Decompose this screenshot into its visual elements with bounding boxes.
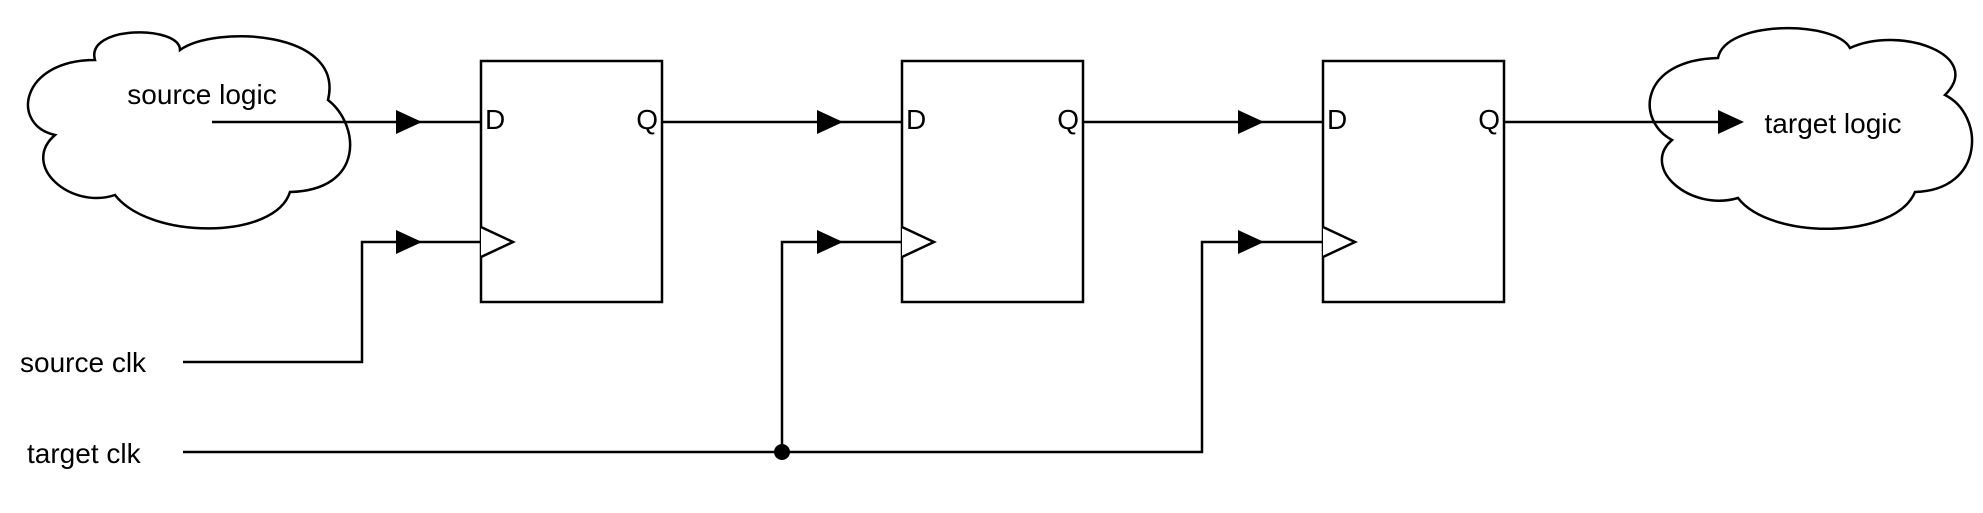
source-logic-label: source logic xyxy=(127,79,276,110)
ff1-d-arrowhead xyxy=(396,110,422,134)
ff2-clock-arrowhead xyxy=(817,230,843,254)
flip-flop-2-clock-triangle xyxy=(901,225,937,259)
ff1-clock-arrowhead xyxy=(396,230,422,254)
flip-flop-3-q-label: Q xyxy=(1478,104,1500,135)
flip-flop-2: D Q xyxy=(900,59,1085,304)
target-clk-junction-dot xyxy=(774,444,790,460)
ff3-clock-arrowhead xyxy=(1238,230,1264,254)
flip-flop-3-clock-triangle xyxy=(1322,225,1358,259)
source-clk-wire xyxy=(183,240,481,364)
source-clock-path: source clk xyxy=(20,230,481,378)
source-logic-cloud: source logic xyxy=(26,31,352,230)
flip-flop-2-body xyxy=(900,59,1085,304)
ff3-d-arrowhead xyxy=(1238,110,1264,134)
target-logic-cloud: target logic xyxy=(1648,26,1974,230)
flip-flop-3-d-label: D xyxy=(1327,104,1347,135)
target-clk-label: target clk xyxy=(27,438,142,469)
target-logic-cloud-shape xyxy=(1648,26,1974,230)
target-clk-branch-wire xyxy=(780,240,902,452)
target-logic-label: target logic xyxy=(1765,108,1902,139)
flip-flop-2-q-label: Q xyxy=(1057,104,1079,135)
flip-flop-3-body xyxy=(1321,59,1506,304)
flip-flop-2-d-label: D xyxy=(906,104,926,135)
source-logic-cloud-shape xyxy=(26,31,352,230)
data-path xyxy=(212,110,1744,134)
flip-flop-1: D Q xyxy=(479,59,664,304)
ff2-d-arrowhead xyxy=(817,110,843,134)
flip-flop-1-body xyxy=(479,59,664,304)
flip-flop-1-clock-triangle xyxy=(480,225,516,259)
target-logic-arrowhead xyxy=(1718,110,1744,134)
target-clk-main-wire xyxy=(183,240,1323,454)
flip-flop-3: D Q xyxy=(1321,59,1506,304)
flip-flop-1-q-label: Q xyxy=(636,104,658,135)
target-clock-path: target clk xyxy=(27,230,1323,469)
source-clk-label: source clk xyxy=(20,347,147,378)
flip-flop-1-d-label: D xyxy=(485,104,505,135)
